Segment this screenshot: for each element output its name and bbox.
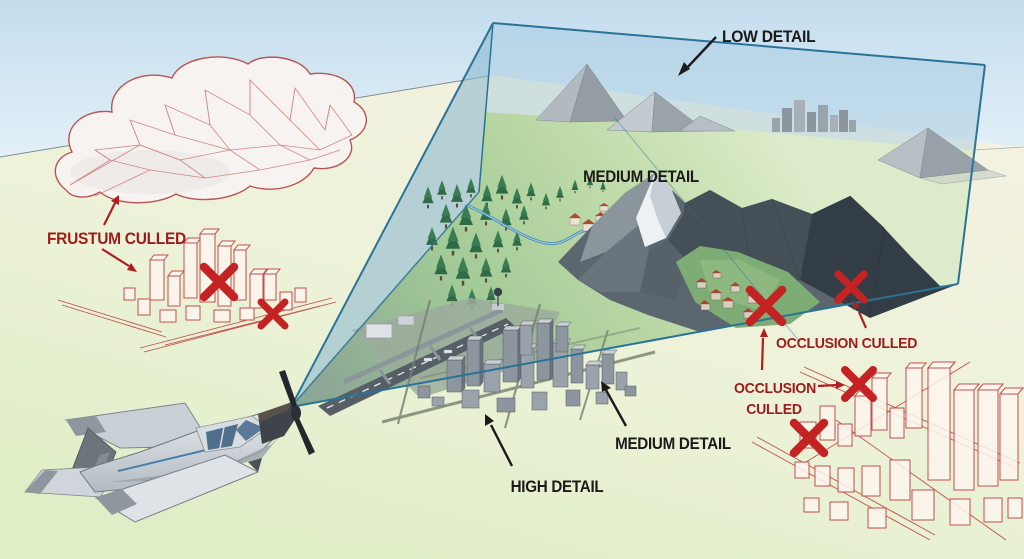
low-detail-callout: LOW DETAIL [678, 27, 816, 76]
medium-detail-far-label: MEDIUM DETAIL [583, 168, 699, 186]
arrow-head-icon [601, 381, 611, 392]
arrow-head-icon [111, 195, 119, 205]
low-detail-arrow [684, 36, 717, 71]
cull-x-icon [745, 285, 787, 327]
frustum-culled-label: FRUSTUM CULLED [47, 231, 186, 249]
high-detail-label: HIGH DETAIL [511, 478, 604, 496]
annotations: LOW DETAIL MEDIUM DETAIL MEDIUM DETAIL H… [47, 27, 917, 496]
airport [318, 287, 560, 416]
occlusion-culled-upper-callout: OCCLUSION CULLED [776, 300, 917, 352]
hangar [365, 323, 393, 339]
high-detail-arrow [489, 424, 514, 467]
cull-x-icon [834, 270, 868, 304]
occlusion-culled-lower-label-line2: CULLED [746, 402, 801, 418]
arrow-head-icon [678, 62, 690, 76]
low-detail-city [772, 100, 856, 132]
culled-cloud [54, 56, 367, 204]
arrow-head-icon [760, 328, 768, 337]
airplane [24, 370, 315, 523]
airplane-near-wing [94, 454, 260, 523]
cull-x-marks [199, 262, 877, 458]
horizon-line-right [973, 146, 1024, 151]
cull-x-icon [257, 298, 289, 330]
frustum-culled-arrow-down [101, 248, 130, 267]
arrow-head-icon [853, 300, 860, 310]
sky [0, 0, 1024, 157]
medium-detail-near-label: MEDIUM DETAIL [615, 435, 731, 453]
occlusion-culled-upper-label: OCCLUSION CULLED [776, 336, 917, 352]
culled-roads-left [57, 297, 337, 353]
control-tower [492, 287, 504, 310]
low-detail-mountains [535, 63, 1007, 185]
medium-detail-far-callout: MEDIUM DETAIL [583, 168, 700, 186]
frustum-edges [290, 22, 986, 408]
high-detail-callout: HIGH DETAIL [485, 414, 604, 496]
frustum-culled-callout: FRUSTUM CULLED [47, 195, 186, 272]
arrow-head-icon [485, 414, 494, 426]
medium-detail-arrow [604, 389, 628, 427]
medium-detail-near-callout: MEDIUM DETAIL [601, 381, 732, 453]
airplane-propeller [279, 370, 315, 455]
occlusion-culled-upper-arrow [857, 311, 868, 329]
arrow-head-icon [836, 381, 845, 389]
occlusion-culled-right-arrow [817, 383, 838, 388]
cull-x-icon [199, 262, 239, 302]
occlusion-culled-lower-label-line1: OCCLUSION [734, 381, 816, 397]
airplane-windshield [236, 420, 264, 441]
arrow-head-icon [127, 263, 137, 272]
occlusion-culled-up-arrow [760, 337, 765, 371]
low-detail-label: LOW DETAIL [722, 27, 816, 46]
cull-x-icon [841, 366, 877, 402]
frustum-culled-arrow-up [103, 202, 116, 226]
occlusion-culled-lower-callout: OCCLUSION CULLED [734, 328, 845, 418]
cull-x-icon [789, 418, 829, 458]
cloud-mesh [69, 79, 353, 197]
